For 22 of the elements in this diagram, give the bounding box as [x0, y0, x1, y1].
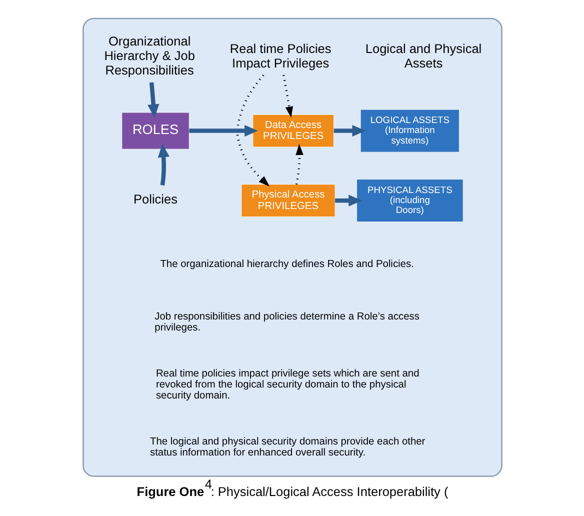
label: The logical and physical security domains provide each other status information for enhanced overall security. [149, 436, 425, 458]
node-box: PHYSICAL ASSETS (including Doors) [356, 179, 463, 222]
arrow [282, 74, 293, 118]
node-box: Data Access PRIVILEGES [252, 114, 334, 148]
arrow [147, 82, 159, 118]
label: Job responsibilities and policies determine a Role’s access privileges. [154, 311, 420, 334]
node-box: Physical Access PRIVILEGES [240, 184, 335, 217]
node-text: Organizational Hierarchy & Job Responsibilities [104, 34, 194, 78]
node-text: Policies [133, 192, 177, 207]
arrow [188, 124, 258, 137]
arrow [334, 194, 362, 206]
arrow [333, 124, 366, 137]
node-box: LOGICAL ASSETS (Information systems) [360, 109, 459, 152]
label: Real time policies impact privilege sets which are sent and revoked from the logical security domain to the physical security domain. [155, 368, 419, 402]
cluster [82, 18, 502, 477]
arrow [294, 144, 303, 185]
node-box: ROLES [121, 112, 189, 150]
label: Logical and Physical Assets [364, 40, 482, 70]
arrow [157, 144, 169, 186]
label: The organizational hierarchy defines Roles and Policies. [160, 259, 414, 270]
arrow [236, 74, 270, 186]
node-text: Real time Policies Impact Privileges [229, 40, 331, 70]
